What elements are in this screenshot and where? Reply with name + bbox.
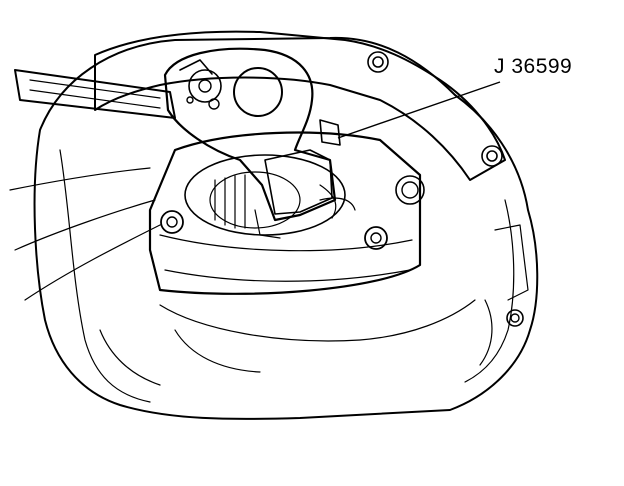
tool-callout-label: J 36599 — [494, 55, 573, 78]
callout-leader-line — [337, 81, 501, 139]
transmission-case — [33, 36, 539, 420]
upper-flange — [94, 30, 524, 327]
special-tool-body — [163, 47, 356, 239]
valve-body-housing — [148, 131, 422, 295]
wrench-handle — [9, 69, 176, 301]
